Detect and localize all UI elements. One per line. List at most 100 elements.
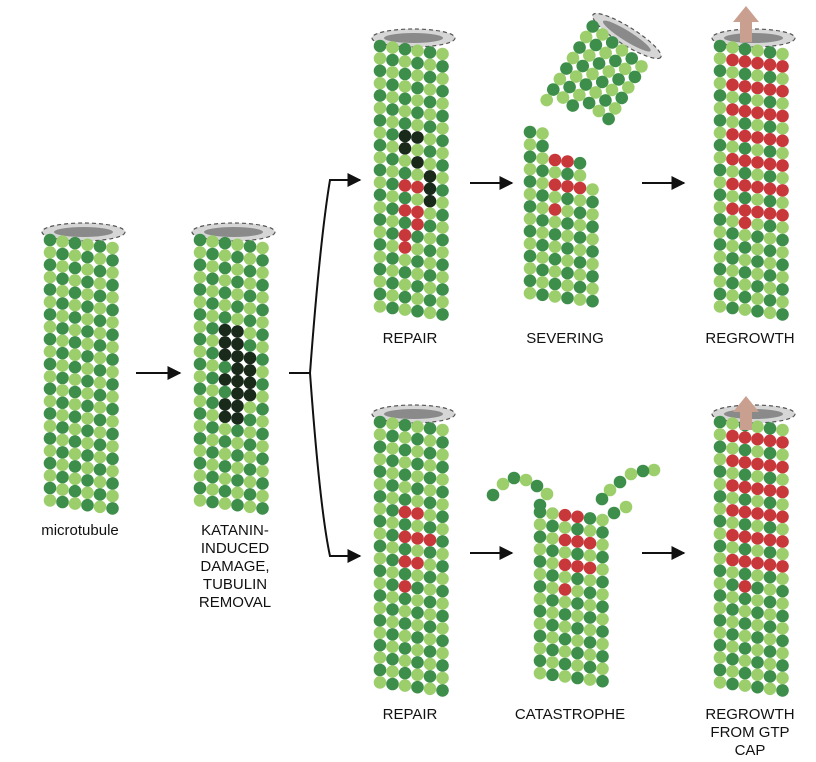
tubulin-subunit <box>106 464 119 478</box>
gtp-tubulin-subunit <box>411 180 424 194</box>
tubulin-subunit <box>558 632 572 646</box>
tubulin-subunit <box>398 592 412 606</box>
tubulin-subunit <box>763 219 777 233</box>
tubulin-subunit <box>738 303 752 316</box>
tubulin-subunit <box>583 598 597 612</box>
tubulin-subunit <box>106 303 119 317</box>
tubulin-subunit <box>751 668 764 682</box>
tubulin-subunit <box>423 558 437 572</box>
tubulin-subunit <box>561 204 574 218</box>
tubulin-subunit <box>411 631 424 644</box>
tubulin-subunit <box>398 266 412 279</box>
tubulin-subunit <box>569 70 583 83</box>
tubulin-subunit <box>398 154 412 168</box>
tubulin-subunit <box>546 643 559 657</box>
tubulin-subunit <box>193 382 207 396</box>
tubulin-subunit <box>243 289 257 303</box>
gtp-tubulin-subunit <box>776 510 789 524</box>
tubulin-subunit <box>546 532 559 545</box>
tubulin-subunit <box>93 388 107 402</box>
tubulin-subunit <box>373 250 387 264</box>
gtp-tubulin-subunit <box>776 560 789 573</box>
tubulin-subunit <box>231 275 244 289</box>
tubulin-subunit <box>93 289 107 303</box>
tubulin-subunit <box>373 601 387 615</box>
tubulin-subunit <box>43 332 57 346</box>
tubulin-subunit <box>386 541 399 554</box>
tubulin-subunit <box>411 680 424 694</box>
tubulin-subunit <box>558 645 572 658</box>
tubulin-subunit <box>576 59 590 73</box>
tubulin-subunit <box>776 473 789 486</box>
tubulin-subunit <box>763 281 777 295</box>
tubulin-subunit <box>373 502 387 516</box>
tubulin-subunit <box>436 671 449 685</box>
tubulin-subunit <box>193 295 207 309</box>
tubulin-subunit <box>523 286 537 300</box>
damaged-tubulin-subunit <box>423 194 437 208</box>
tubulin-subunit <box>386 516 399 530</box>
tubulin-subunit <box>586 232 599 246</box>
tubulin-subunit <box>423 608 437 621</box>
tubulin-subunit <box>751 656 764 669</box>
tubulin-subunit <box>423 632 437 646</box>
tubulin-subunit <box>193 258 207 272</box>
tubulin-subunit <box>533 617 547 630</box>
growth-arrow-top-icon <box>733 6 759 42</box>
tubulin-subunit <box>713 138 727 152</box>
tubulin-subunit <box>423 682 437 696</box>
tubulin-subunit <box>583 660 597 674</box>
tubulin-subunit <box>776 622 789 635</box>
tubulin-subunit <box>763 95 777 109</box>
tubulin-subunit <box>523 187 537 201</box>
tubulin-subunit <box>193 345 207 358</box>
tubulin-subunit <box>43 270 57 284</box>
gtp-tubulin-subunit <box>548 203 562 216</box>
gtp-tubulin-subunit <box>558 533 572 547</box>
tubulin-subunit <box>386 78 399 92</box>
gtp-tubulin-subunit <box>763 484 777 497</box>
damaged-tubulin-subunit <box>231 387 244 400</box>
peeling-protofilament-subunit <box>624 467 638 481</box>
tubulin-subunit <box>56 483 69 496</box>
tubulin-subunit <box>423 83 437 96</box>
peeling-protofilament-subunit <box>603 483 617 497</box>
tubulin-subunit <box>56 346 69 360</box>
tubulin-subunit <box>256 328 269 342</box>
tubulin-subunit <box>751 242 764 256</box>
tubulin-subunit <box>106 254 119 267</box>
label-regrowth-from-gtp-cap: REGROWTH FROM GTP CAP <box>705 706 795 759</box>
tubulin-subunit <box>206 408 219 422</box>
tubulin-subunit <box>776 221 789 234</box>
tubulin-subunit <box>93 438 107 452</box>
peeling-protofilament-subunit <box>540 487 554 501</box>
tubulin-subunit <box>423 70 437 84</box>
tubulin-subunit <box>243 314 257 328</box>
gtp-tubulin-subunit <box>558 583 572 596</box>
tubulin-subunit <box>43 394 57 408</box>
gtp-tubulin-subunit <box>738 456 752 469</box>
tubulin-subunit <box>398 191 412 205</box>
gtp-tubulin-subunit <box>558 508 572 522</box>
tubulin-subunit <box>436 436 449 449</box>
tubulin-subunit <box>566 99 580 112</box>
tubulin-subunit <box>373 151 387 164</box>
tubulin-subunit <box>713 188 727 202</box>
tubulin-subunit <box>726 227 739 240</box>
tubulin-subunit <box>726 640 739 654</box>
damaged-tubulin-subunit <box>423 182 437 196</box>
tubulin-subunit <box>68 261 82 275</box>
tubulin-subunit <box>81 288 94 301</box>
gtp-tubulin-subunit <box>726 103 739 116</box>
tubulin-subunit <box>612 73 625 86</box>
tubulin-subunit <box>751 143 764 157</box>
tubulin-subunit <box>573 156 587 170</box>
gtp-tubulin-subunit <box>763 182 777 196</box>
tubulin-subunit <box>713 502 727 516</box>
tubulin-subunit <box>751 267 764 281</box>
tubulin-subunit <box>256 303 269 317</box>
tubulin-subunit <box>608 102 622 115</box>
tubulin-subunit <box>436 597 449 610</box>
tubulin-subunit <box>373 428 387 441</box>
